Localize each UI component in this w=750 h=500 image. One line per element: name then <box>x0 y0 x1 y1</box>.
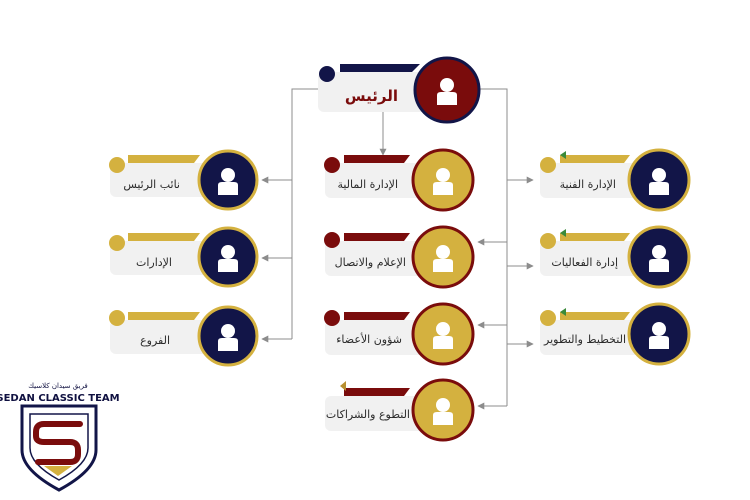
root-node: الرئيس <box>318 56 481 124</box>
left-node-3: الفروع <box>109 305 259 367</box>
left-node-2-label: الإدارات <box>136 256 172 269</box>
center-node-3-label: شؤون الأعضاء <box>336 332 402 346</box>
right-node-1: الإدارة الفنية <box>540 148 691 212</box>
center-node-4-label: التطوع والشراكات <box>326 408 410 421</box>
right-node-2: إدارة الفعاليات <box>540 225 691 289</box>
left-node-1: نائب الرئيس <box>109 149 259 211</box>
center-node-3: شؤون الأعضاء <box>324 302 475 366</box>
center-node-2-label: الإعلام والاتصال <box>335 256 406 269</box>
logo-english-text: SEDAN CLASSIC TEAM <box>0 393 120 404</box>
center-node-2: الإعلام والاتصال <box>324 225 475 289</box>
left-node-1-label: نائب الرئيس <box>123 178 180 191</box>
center-node-4: التطوع والشراكات <box>325 378 475 442</box>
root-label: الرئيس <box>345 87 398 105</box>
center-node-1: الإدارة المالية <box>324 148 475 212</box>
right-node-3: التخطيط والتطوير <box>540 302 691 366</box>
right-node-3-label: التخطيط والتطوير <box>543 333 626 346</box>
team-logo: فريق سيدان كلاسيك SEDAN CLASSIC TEAM <box>0 382 120 492</box>
left-node-2: الإدارات <box>109 226 259 288</box>
left-node-3-label: الفروع <box>140 334 170 347</box>
center-node-1-label: الإدارة المالية <box>337 178 398 191</box>
logo-arabic-text: فريق سيدان كلاسيك <box>28 382 88 390</box>
right-node-2-label: إدارة الفعاليات <box>551 256 618 269</box>
right-node-1-label: الإدارة الفنية <box>560 178 616 191</box>
connectors <box>261 88 534 410</box>
